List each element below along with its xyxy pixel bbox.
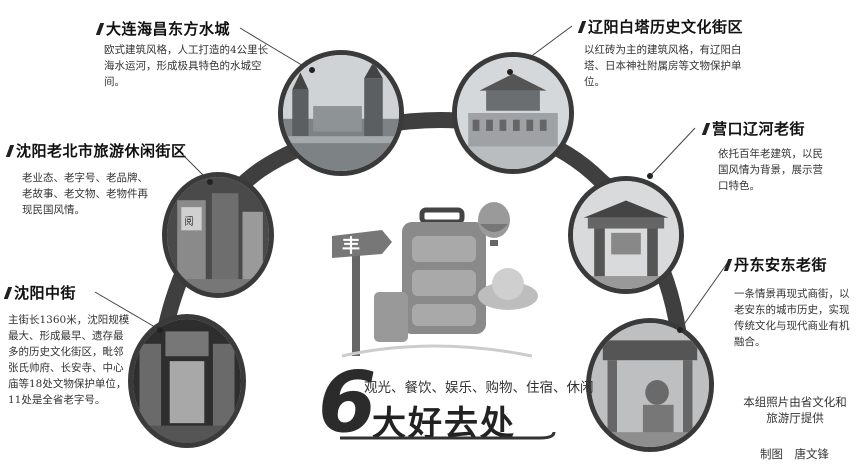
photo-yingkou-liaohe-street xyxy=(568,176,684,294)
arc-dot xyxy=(677,327,683,333)
photo-dandong-andong-street xyxy=(586,318,714,452)
slogan-underline xyxy=(340,432,556,440)
spot-desc-yingkou: 依托百年老建筑，以民国风情为背景，展示营口特色。 xyxy=(718,148,823,192)
photo-shenyang-zhongjie xyxy=(128,314,246,448)
photo-liaoyang-white-pagoda xyxy=(452,52,574,174)
category-list: 观光、餐饮、娱乐、购物、住宿、休闲 xyxy=(364,380,594,396)
photo-dalian-water-city xyxy=(278,50,404,176)
arc-dot xyxy=(157,327,163,333)
arc-dot xyxy=(507,69,513,75)
headline-number: 6 xyxy=(318,353,377,451)
luggage-illustration: 丰 xyxy=(332,202,538,358)
spot-title-dalian: 大连海昌东方水城 xyxy=(95,18,230,39)
spot-title-liaoyang: 辽阳白塔历史文化街区 xyxy=(577,16,743,37)
spot-desc-liaoyang: 以红砖为主的建筑风格，有辽阳白塔、日本神社附属房等文物保护单位。 xyxy=(584,44,742,88)
arc-dot xyxy=(309,67,315,73)
arc-dot xyxy=(207,179,213,185)
spot-title-yingkou: 营口辽河老街 xyxy=(701,118,805,139)
spot-title-laobeishi: 沈阳老北市旅游休闲街区 xyxy=(5,140,187,161)
svg-text:丰: 丰 xyxy=(342,235,360,257)
spot-desc-laobeishi: 老业态、老字号、老品牌、老故事、老文物、老物件再现民国风情。 xyxy=(22,172,148,216)
svg-text:阅: 阅 xyxy=(184,214,193,228)
arc-dot xyxy=(647,173,653,179)
spot-title-dandong: 丹东安东老街 xyxy=(723,254,827,275)
photo-shenyang-laobeishi: 阅 xyxy=(162,172,274,298)
spot-desc-dandong: 一条情景再现式商街，以老安东的城市历史，实现传统文化与现代商业有机融合。 xyxy=(734,288,850,348)
spot-title-zhongjie: 沈阳中街 xyxy=(3,282,76,303)
photo-credit: 本组照片由省文化和旅游厅提供 xyxy=(743,395,847,425)
spot-desc-zhongjie: 主街长1360米，沈阳规模最大、形成最早、遗存最多的历史文化街区，毗邻张氏帅府、… xyxy=(8,314,130,406)
spot-desc-dalian: 欧式建筑风格，人工打造的4公里长海水运河，形成极具特色的水城空间。 xyxy=(104,44,269,88)
graphic-credit: 制图 唐文锋 xyxy=(760,447,829,461)
